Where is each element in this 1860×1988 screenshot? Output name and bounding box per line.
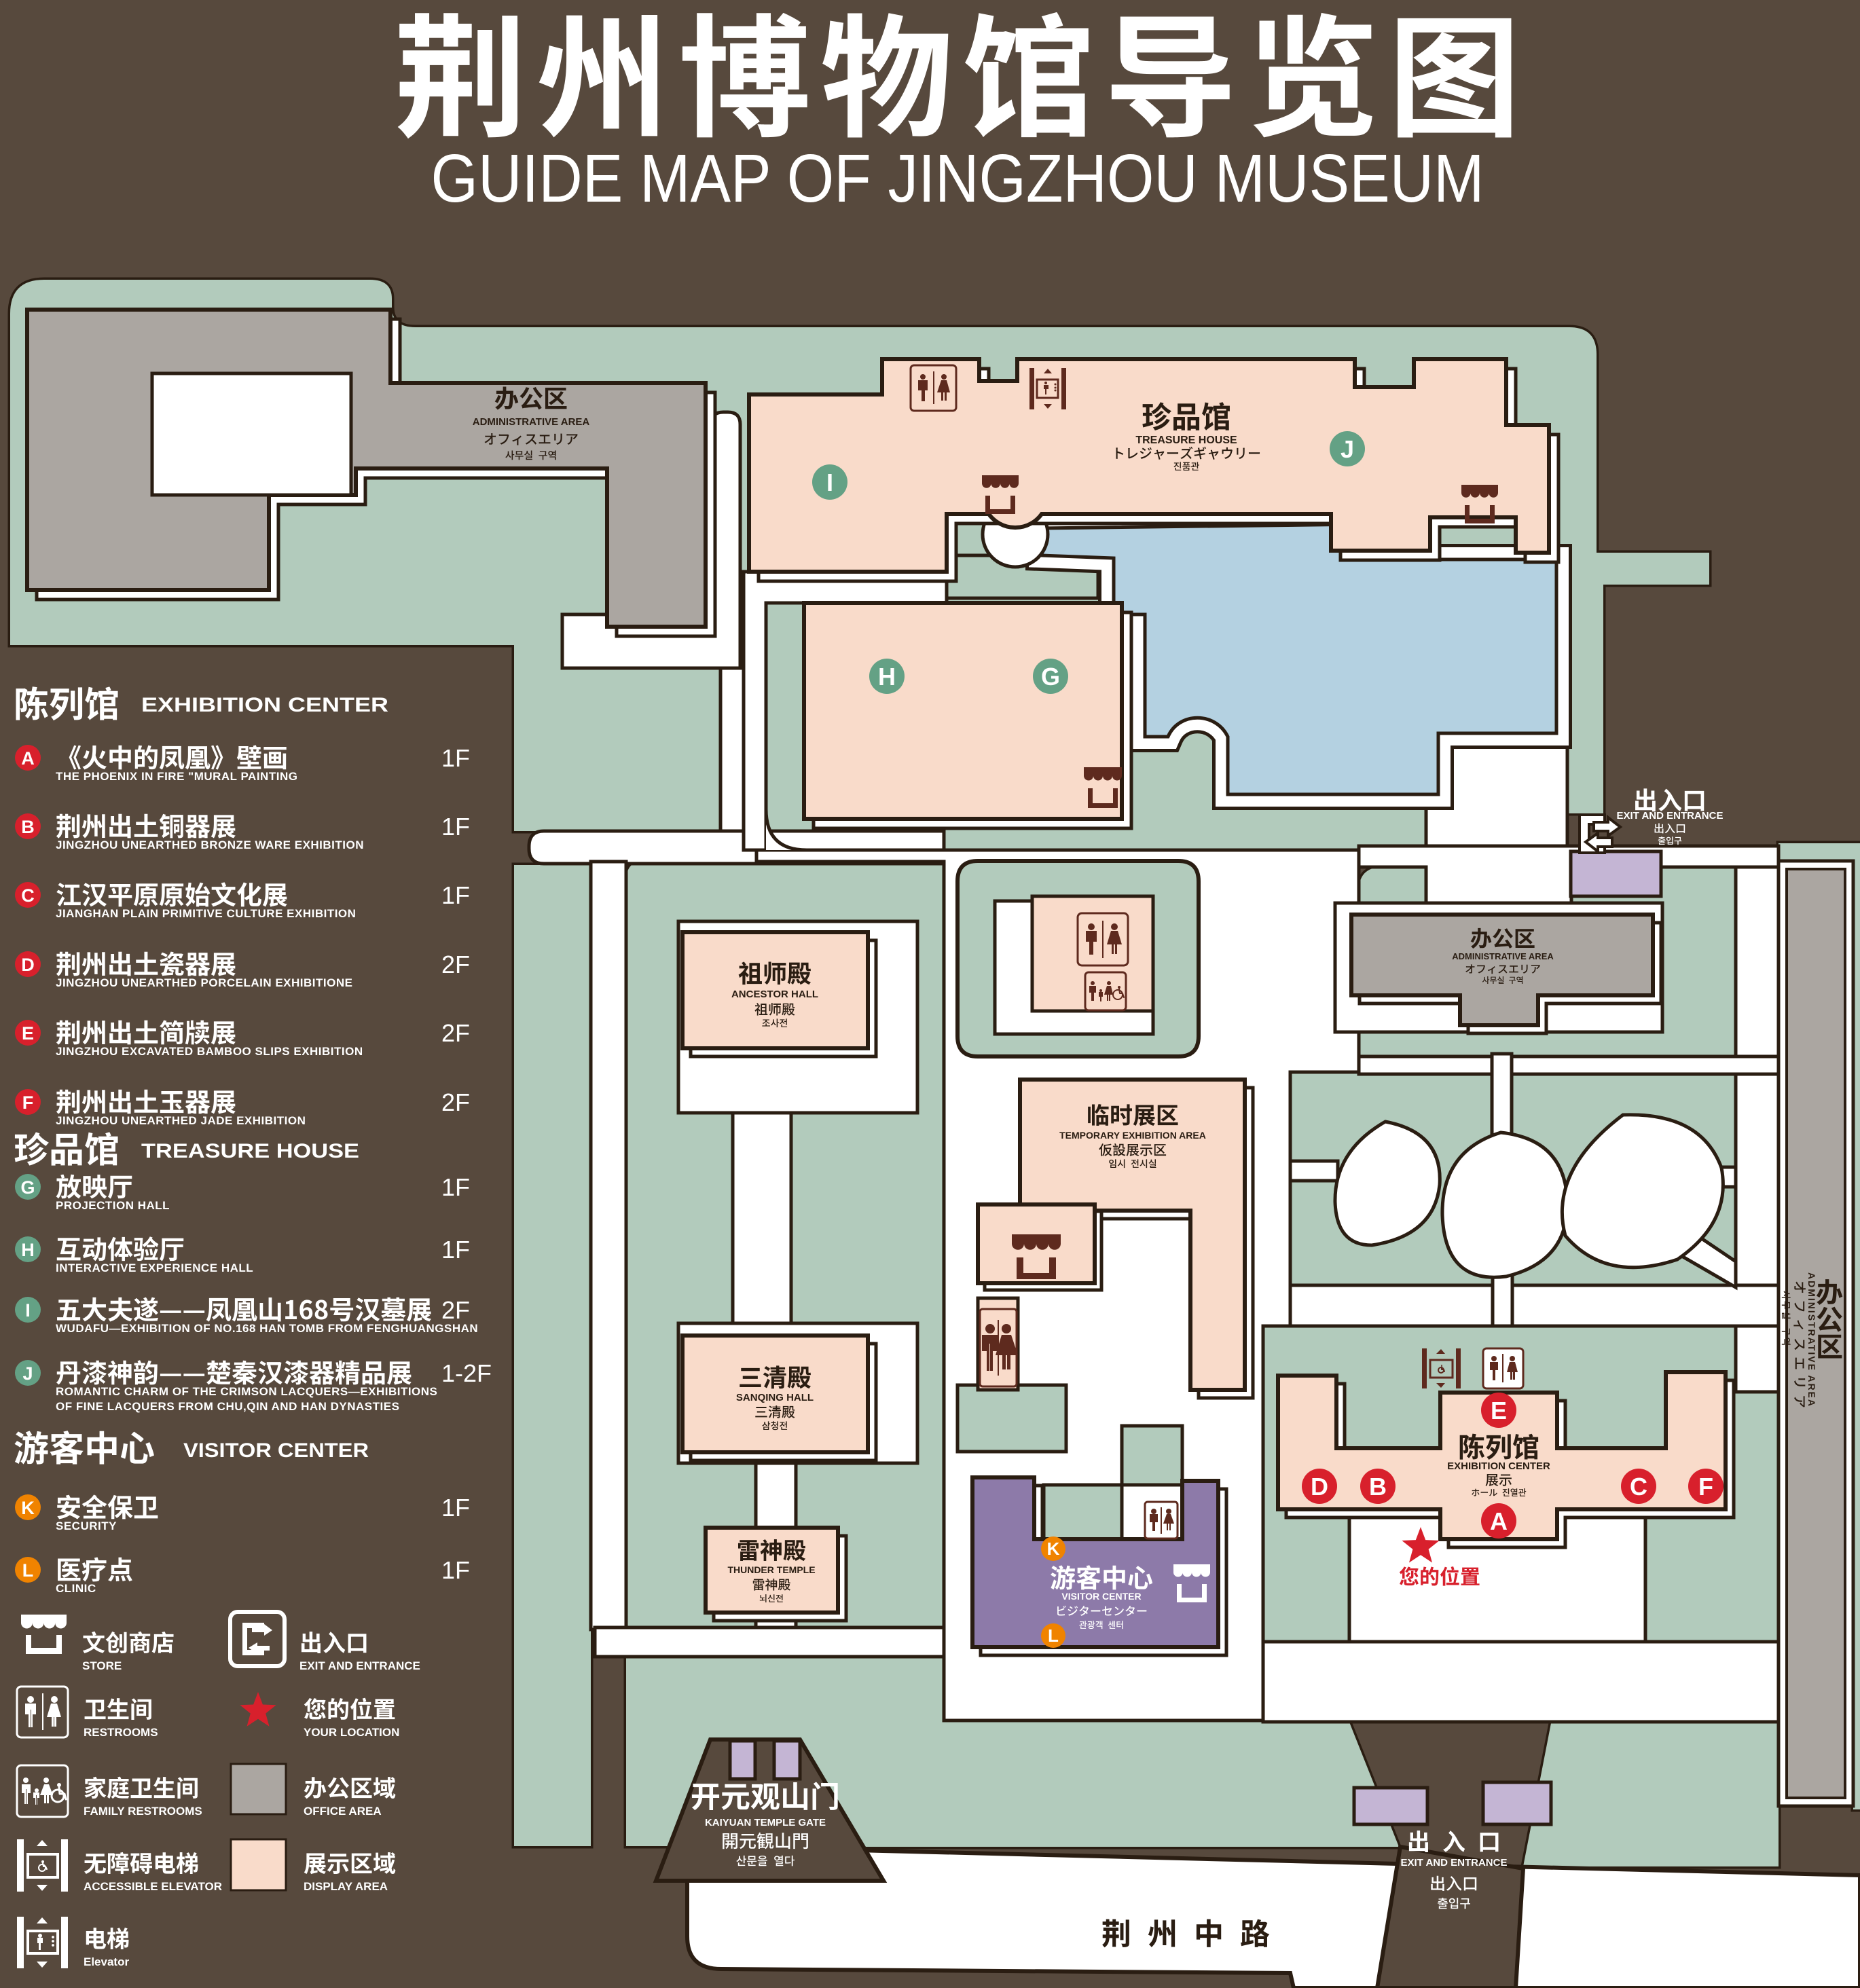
svg-text:C: C [21, 885, 35, 906]
svg-text:I: I [826, 468, 833, 496]
svg-text:K: K [21, 1498, 35, 1518]
svg-text:OFFICE AREA: OFFICE AREA [304, 1805, 382, 1818]
svg-text:YOUR LOCATION: YOUR LOCATION [304, 1726, 399, 1739]
svg-text:D: D [1311, 1473, 1328, 1501]
svg-text:I: I [25, 1300, 31, 1321]
svg-text:JINGZHOU EXCAVATED BAMBOO SLIP: JINGZHOU EXCAVATED BAMBOO SLIPS EXHIBITI… [56, 1045, 363, 1058]
svg-text:THUNDER TEMPLE: THUNDER TEMPLE [727, 1564, 815, 1575]
svg-text:2F: 2F [441, 1019, 470, 1047]
svg-text:ROMANTIC CHARM OF THE CRIMSON: ROMANTIC CHARM OF THE CRIMSON LACQUERS—E… [56, 1385, 437, 1398]
svg-text:1F: 1F [441, 1556, 470, 1584]
svg-text:ANCESTOR HALL: ANCESTOR HALL [731, 989, 818, 1000]
svg-text:VISITOR CENTER: VISITOR CENTER [183, 1439, 369, 1462]
svg-text:KAIYUAN TEMPLE GATE: KAIYUAN TEMPLE GATE [705, 1817, 826, 1828]
svg-text:EXIT AND ENTRANCE: EXIT AND ENTRANCE [1401, 1857, 1508, 1869]
svg-text:TREASURE HOUSE: TREASURE HOUSE [1135, 435, 1237, 446]
svg-text:EXIT AND ENTRANCE: EXIT AND ENTRANCE [299, 1659, 420, 1672]
svg-text:A: A [1490, 1507, 1508, 1535]
svg-text:Elevator: Elevator [84, 1955, 129, 1968]
svg-text:H: H [878, 663, 896, 691]
svg-text:THE PHOENIX IN FIRE "MURAL PAI: THE PHOENIX IN FIRE "MURAL PAINTING [56, 770, 297, 783]
svg-text:VISITOR CENTER: VISITOR CENTER [1061, 1591, 1141, 1602]
svg-text:ADMINISTRATIVE AREA: ADMINISTRATIVE AREA [1806, 1272, 1817, 1407]
svg-text:JIANGHAN PLAIN PRIMITIVE CULTU: JIANGHAN PLAIN PRIMITIVE CULTURE EXHIBIT… [56, 907, 356, 920]
svg-text:K: K [1047, 1539, 1060, 1559]
svg-text:2F: 2F [441, 951, 470, 978]
svg-text:ACCESSIBLE ELEVATOR: ACCESSIBLE ELEVATOR [84, 1880, 222, 1893]
svg-text:EXHIBITION CENTER: EXHIBITION CENTER [141, 694, 388, 716]
svg-text:G: G [1041, 663, 1060, 691]
svg-text:OF FINE LACQUERS FROM CHU,QIN: OF FINE LACQUERS FROM CHU,QIN AND HAN DY… [56, 1400, 399, 1413]
svg-text:TEMPORARY EXHIBITION AREA: TEMPORARY EXHIBITION AREA [1059, 1130, 1206, 1141]
svg-text:A: A [21, 748, 35, 769]
svg-text:J: J [22, 1363, 33, 1384]
svg-text:TREASURE HOUSE: TREASURE HOUSE [141, 1140, 359, 1162]
svg-text:1F: 1F [441, 813, 470, 841]
svg-text:L: L [22, 1560, 34, 1581]
svg-text:2F: 2F [441, 1296, 470, 1324]
svg-text:JINGZHOU UNEARTHED BRONZE WARE: JINGZHOU UNEARTHED BRONZE WARE EXHIBITIO… [56, 839, 364, 851]
svg-text:SECURITY: SECURITY [56, 1520, 117, 1532]
svg-text:1F: 1F [441, 1236, 470, 1264]
svg-text:B: B [1369, 1473, 1387, 1501]
svg-text:DISPLAY AREA: DISPLAY AREA [304, 1880, 388, 1893]
svg-text:H: H [21, 1240, 35, 1260]
svg-text:1F: 1F [441, 881, 470, 909]
svg-text:E: E [22, 1023, 34, 1044]
svg-text:ADMINISTRATIVE AREA: ADMINISTRATIVE AREA [473, 416, 590, 428]
svg-text:1F: 1F [441, 1173, 470, 1201]
svg-text:EXHIBITION CENTER: EXHIBITION CENTER [1447, 1460, 1550, 1472]
svg-text:GUIDE MAP OF JINGZHOU MUSEUM: GUIDE MAP OF JINGZHOU MUSEUM [431, 141, 1484, 217]
svg-text:B: B [21, 817, 35, 837]
svg-text:SANQING HALL: SANQING HALL [736, 1392, 814, 1403]
svg-text:J: J [1341, 435, 1354, 463]
svg-text:D: D [21, 955, 35, 975]
svg-text:EXIT AND ENTRANCE: EXIT AND ENTRANCE [1617, 810, 1724, 822]
svg-text:G: G [20, 1177, 35, 1198]
svg-text:F: F [22, 1092, 34, 1113]
svg-text:1F: 1F [441, 744, 470, 772]
svg-text:INTERACTIVE EXPERIENCE HALL: INTERACTIVE EXPERIENCE HALL [56, 1262, 253, 1274]
svg-text:FAMILY RESTROOMS: FAMILY RESTROOMS [84, 1805, 202, 1818]
svg-text:CLINIC: CLINIC [56, 1582, 96, 1595]
svg-text:PROJECTION HALL: PROJECTION HALL [56, 1199, 170, 1212]
svg-text:JINGZHOU UNEARTHED PORCELAIN E: JINGZHOU UNEARTHED PORCELAIN EXHIBITIONE [56, 976, 352, 989]
svg-text:F: F [1698, 1473, 1713, 1501]
svg-text:WUDAFU—EXHIBITION OF NO.168 HA: WUDAFU—EXHIBITION OF NO.168 HAN TOMB FRO… [56, 1322, 478, 1335]
svg-text:1-2F: 1-2F [441, 1359, 492, 1387]
svg-text:1F: 1F [441, 1494, 470, 1522]
svg-text:JINGZHOU UNEARTHED JADE EXHIBI: JINGZHOU UNEARTHED JADE EXHIBITION [56, 1114, 306, 1127]
svg-text:C: C [1630, 1473, 1647, 1501]
svg-text:ADMINISTRATIVE AREA: ADMINISTRATIVE AREA [1452, 951, 1554, 961]
svg-text:2F: 2F [441, 1088, 470, 1116]
svg-text:RESTROOMS: RESTROOMS [84, 1726, 158, 1739]
svg-text:E: E [1491, 1397, 1507, 1424]
svg-text:STORE: STORE [82, 1659, 122, 1672]
svg-text:L: L [1048, 1625, 1059, 1646]
